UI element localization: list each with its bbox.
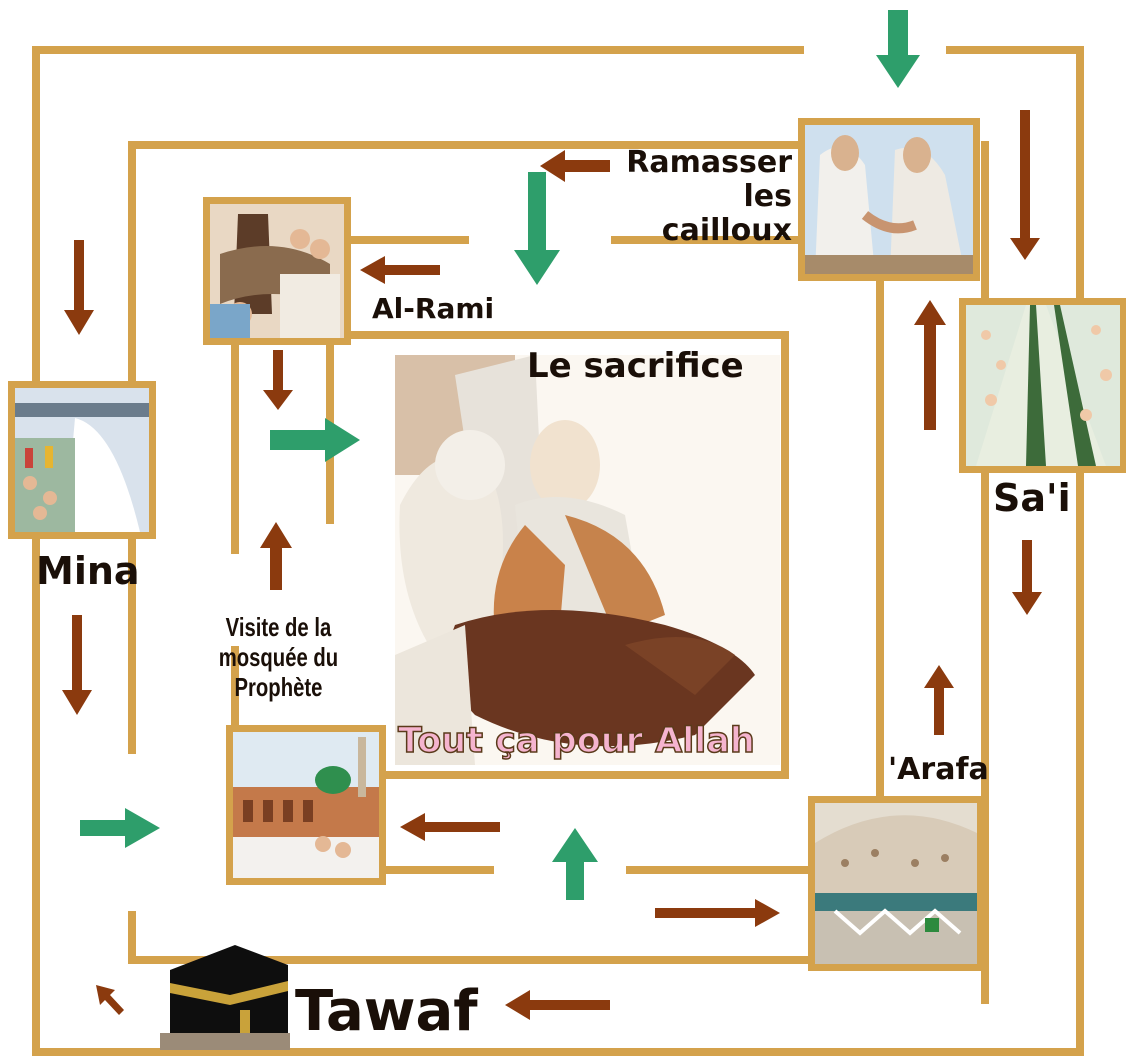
arafa-image [808, 796, 984, 971]
label-arafa: 'Arafa [888, 752, 989, 787]
arrow-left-icon [360, 256, 440, 284]
kaaba-image [160, 925, 290, 1050]
arrow-down-icon [876, 10, 920, 88]
label-mina: Mina [36, 549, 140, 593]
brown-arrows [62, 110, 1042, 1020]
arrow-up-icon [914, 300, 946, 430]
arrow-right-icon [270, 418, 360, 462]
arrow-up-icon [552, 828, 598, 900]
ramasser-image [798, 118, 980, 281]
arrow-left-icon [505, 990, 610, 1020]
label-visite: Visite de la mosquée du Prophète [218, 612, 339, 702]
arrow-down-icon [64, 240, 94, 335]
arrow-left-icon [540, 150, 610, 182]
arrow-up-icon [260, 522, 292, 590]
mina-image [8, 381, 156, 539]
arrow-down-icon [1010, 110, 1040, 260]
arrow-down-icon [514, 172, 560, 285]
arrow-upleft-icon [96, 985, 124, 1015]
al-rami-image [203, 197, 351, 345]
label-al-rami: Al-Rami [372, 292, 495, 325]
label-tout-ca: Tout ça pour Allah [397, 720, 755, 762]
arrow-right-icon [80, 808, 160, 848]
label-ramasser: Ramasser les cailloux [626, 145, 792, 248]
arrow-down-icon [1012, 540, 1042, 615]
arrow-down-icon [263, 350, 293, 410]
arrow-up-icon [924, 665, 954, 735]
label-sai: Sa'i [993, 476, 1071, 520]
green-arrows [80, 10, 920, 900]
sacrifice-illustration [395, 355, 780, 765]
sai-image [959, 298, 1126, 473]
label-tawaf: Tawaf [295, 979, 478, 1044]
arrow-down-icon [62, 615, 92, 715]
arrow-left-icon [400, 813, 500, 841]
label-sacrifice: Le sacrifice [527, 346, 744, 386]
mosque-image [226, 725, 386, 885]
arrow-right-icon [655, 899, 780, 927]
